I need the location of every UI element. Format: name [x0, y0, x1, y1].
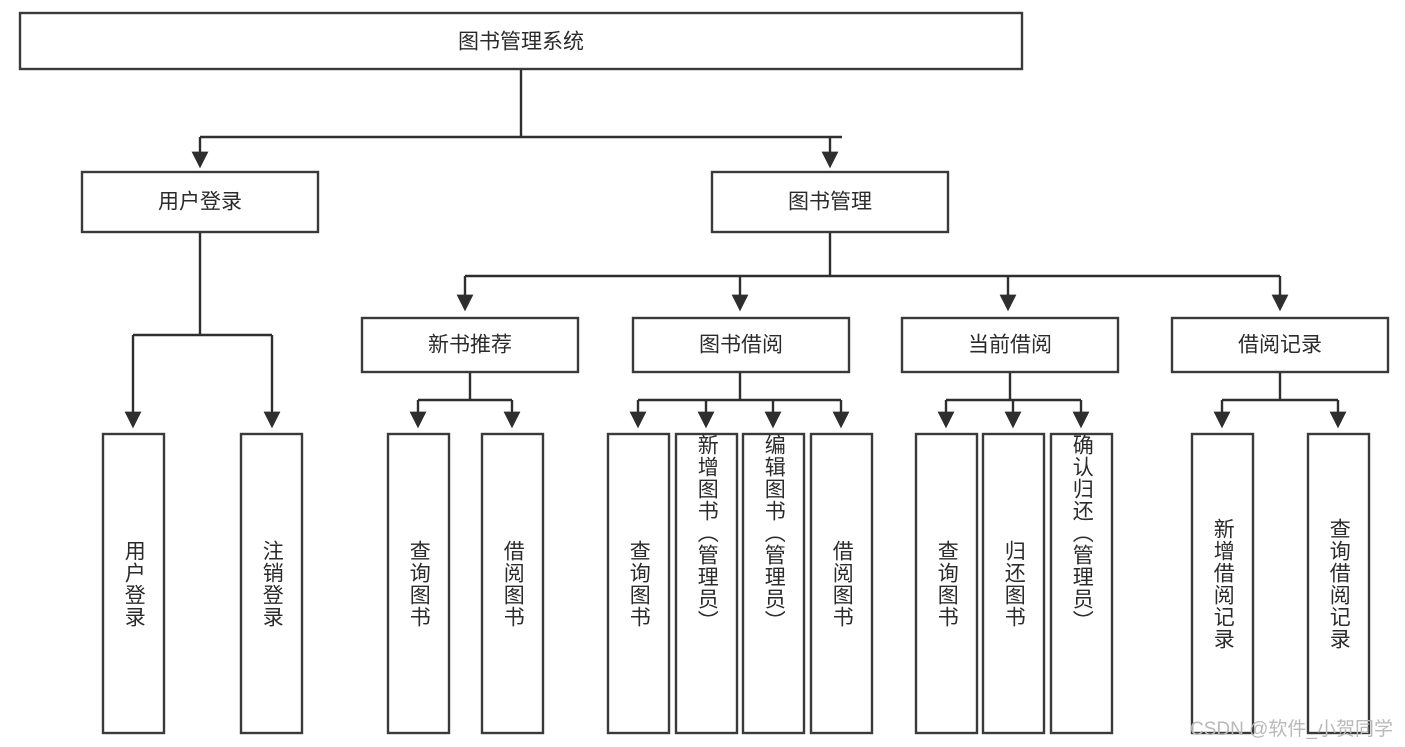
leaf-box-book-borrow-0[interactable] [606, 432, 671, 735]
leaf-box-current-borrow-2[interactable] [1049, 432, 1114, 735]
leaf-boxes-borrow-record [1190, 432, 1371, 735]
node-new-book-recommend-label: 新书推荐 [428, 334, 512, 357]
leaf-box-new-book-0[interactable] [386, 432, 451, 735]
node-borrow-record[interactable]: 借阅记录 [1170, 316, 1390, 374]
leaf-boxes-book-borrow [606, 432, 874, 735]
node-book-management-label: 图书管理 [788, 191, 872, 214]
node-borrow-record-label: 借阅记录 [1238, 334, 1322, 357]
connectors-userlogin-to-leaves [124, 233, 281, 429]
leaf-box-new-book-1[interactable] [480, 432, 545, 735]
node-current-borrow-label: 当前借阅 [968, 334, 1052, 357]
node-book-borrow-label: 图书借阅 [699, 334, 783, 357]
leaf-box-current-borrow-1[interactable] [981, 432, 1046, 735]
leaf-box-book-borrow-1[interactable] [674, 432, 739, 735]
node-user-login-label: 用户登录 [158, 191, 242, 214]
node-book-management[interactable]: 图书管理 [710, 170, 950, 234]
connectors-borrowrecord-to-leaves [1213, 372, 1347, 429]
leaf-boxes-new-book-recommend [386, 432, 545, 735]
connectors-currentborrow-to-leaves [937, 372, 1090, 429]
leaf-boxes-user-login [101, 432, 304, 735]
node-user-login[interactable]: 用户登录 [80, 170, 320, 234]
leaf-box-borrow-record-1[interactable] [1306, 432, 1371, 735]
leaf-box-user-login-0[interactable] [101, 432, 166, 735]
node-root-system[interactable]: 图书管理系统 [18, 11, 1024, 71]
leaf-box-book-borrow-3[interactable] [809, 432, 874, 735]
connectors-root-to-level2 [191, 69, 842, 169]
watermark-label: CSDN @软件_小贺同学 [1190, 719, 1393, 740]
node-current-borrow[interactable]: 当前借阅 [900, 316, 1120, 374]
leaf-box-current-borrow-0[interactable] [914, 432, 979, 735]
leaf-box-book-borrow-2[interactable] [741, 432, 806, 735]
leaf-box-user-login-1[interactable] [239, 432, 304, 735]
connectors-bookborrow-to-leaves [629, 372, 850, 429]
node-new-book-recommend[interactable]: 新书推荐 [360, 316, 580, 374]
node-book-borrow[interactable]: 图书借阅 [631, 316, 851, 374]
connectors-bookmgmt-to-level3 [456, 233, 1289, 312]
leaf-boxes-current-borrow [914, 432, 1114, 735]
leaf-box-borrow-record-0[interactable] [1190, 432, 1255, 735]
connectors-newbook-to-leaves [409, 372, 521, 429]
node-root-system-label: 图书管理系统 [458, 31, 584, 54]
